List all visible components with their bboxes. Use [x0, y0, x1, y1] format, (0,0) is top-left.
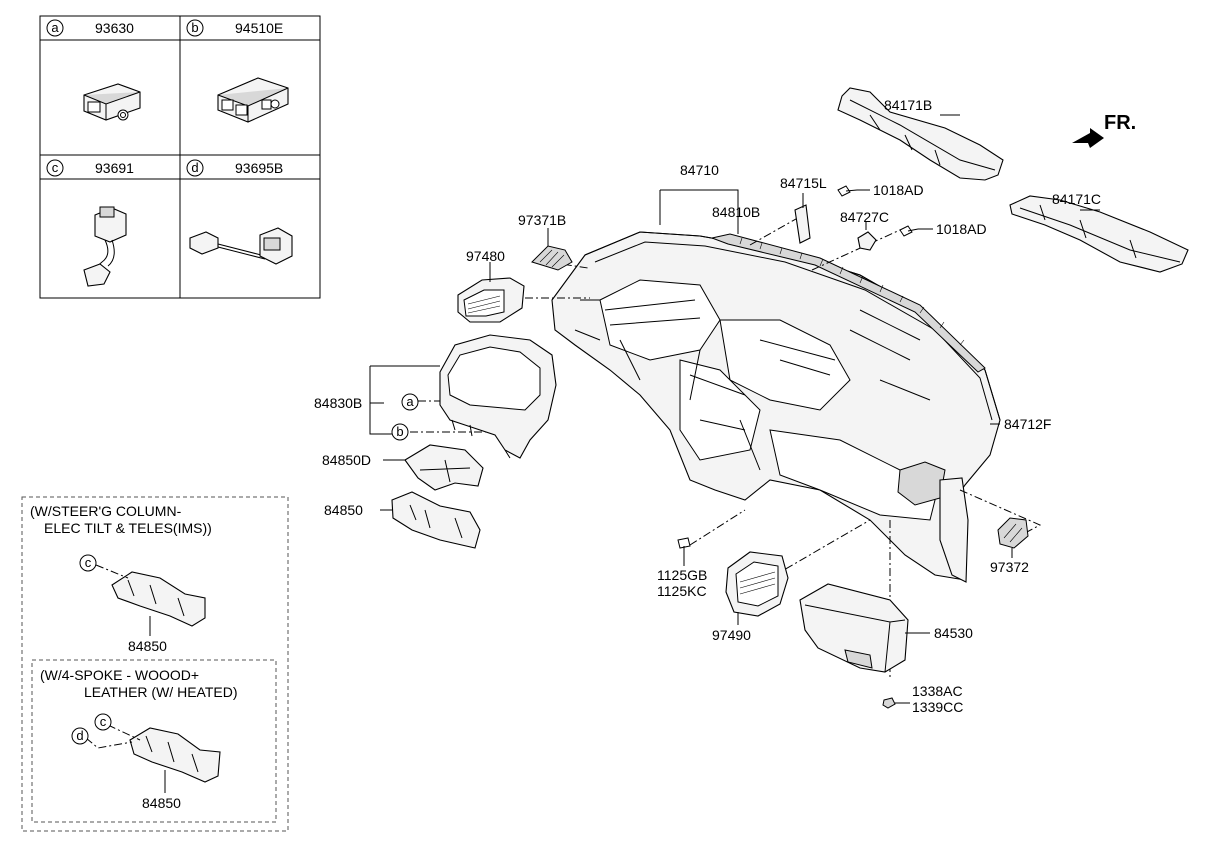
callout-letter: b	[191, 20, 198, 35]
variant-1-line-1: (W/STEER'G COLUMN-	[30, 503, 182, 519]
svg-text:d: d	[76, 728, 83, 743]
label-84171c: 84171C	[1052, 191, 1101, 207]
side-air-vent-left	[457, 277, 525, 323]
label-1125kc: 1125KC	[657, 583, 707, 599]
variant-2-callout-c	[94, 713, 112, 731]
label-84715l: 84715L	[780, 175, 827, 191]
variant-2-callout-d	[71, 727, 89, 745]
inset-cell-c: c 93691	[46, 159, 134, 287]
part-number: 93630	[95, 20, 134, 36]
front-direction-indicator: FR.	[1072, 112, 1136, 148]
label-84712f: 84712F	[1004, 416, 1051, 432]
callout-letter: a	[51, 20, 59, 35]
upper-duct-right	[837, 87, 1004, 181]
front-arrow-icon	[1072, 128, 1104, 148]
label-84850: 84850	[324, 502, 363, 518]
speaker-grille-right	[997, 517, 1029, 549]
upper-duct-left	[1009, 195, 1189, 273]
bolt-1018ad-lower	[899, 225, 919, 237]
callout-letter: d	[191, 160, 198, 175]
callout-c-marker	[46, 159, 64, 177]
callout-a: a	[401, 393, 419, 411]
label-84727c: 84727C	[840, 209, 889, 225]
label-97372: 97372	[990, 559, 1029, 575]
mounting-clip	[857, 231, 877, 251]
leader-lines	[369, 114, 1100, 704]
cluster-facia-panel	[439, 334, 557, 459]
callout-b-marker	[186, 19, 204, 37]
part-labels: 84171B 84171C 84710 84810B 84715L 1018AD…	[314, 97, 1101, 715]
variant-2-shroud	[129, 727, 221, 783]
column-shroud-lower	[391, 491, 481, 549]
svg-text:a: a	[406, 394, 414, 409]
column-shroud-upper	[404, 444, 484, 491]
bolt-1125gb	[677, 537, 691, 560]
center-air-vent	[725, 551, 789, 617]
connector-with-harness-icon	[189, 227, 293, 265]
inset-cell-b: b 94510E	[186, 19, 289, 123]
variant-2-line-1: (W/4-SPOKE - WOOOD+	[40, 667, 199, 683]
switch-with-harness-icon	[83, 206, 127, 287]
callout-letter: c	[52, 160, 59, 175]
label-1125gb: 1125GB	[657, 567, 707, 583]
callout-d-marker	[186, 159, 204, 177]
variant-1-line-2: ELEC TILT & TELES(IMS))	[44, 520, 212, 536]
fr-label: FR.	[1104, 112, 1136, 134]
label-1339cc: 1339CC	[912, 699, 963, 715]
label-1018ad-lower: 1018AD	[936, 221, 987, 237]
part-number: 93691	[95, 160, 134, 176]
inset-cell-d: d 93695B	[186, 159, 293, 265]
variant-outer-box: (W/STEER'G COLUMN- ELEC TILT & TELES(IMS…	[21, 496, 289, 832]
label-84810b: 84810B	[712, 204, 760, 220]
label-84530: 84530	[934, 625, 973, 641]
part-number: 94510E	[235, 20, 283, 36]
variant-2-line-2: LEATHER (W/ HEATED)	[84, 684, 238, 700]
label-84830b: 84830B	[314, 395, 362, 411]
svg-text:b: b	[396, 424, 403, 439]
label-1338ac: 1338AC	[912, 683, 963, 699]
svg-text:c: c	[100, 714, 107, 729]
inset-table: a 93630 b 94510E	[39, 15, 321, 299]
label-84171b: 84171B	[884, 97, 932, 113]
variant-1-part-label: 84850	[128, 638, 167, 654]
speaker-grille-left	[531, 245, 573, 271]
variant-2-part-label: 84850	[142, 795, 181, 811]
variant-1-shroud	[111, 571, 206, 627]
callout-a-marker	[46, 19, 64, 37]
nut-1338ac	[882, 697, 896, 709]
inset-cell-a: a 93630	[46, 19, 141, 121]
label-84850d: 84850D	[322, 452, 371, 468]
svg-text:c: c	[85, 555, 92, 570]
switch-module-icon	[83, 83, 141, 121]
label-84710: 84710	[680, 162, 719, 178]
label-97371b: 97371B	[518, 212, 566, 228]
crash-pad-assembly	[410, 214, 1042, 680]
variant-1-callout-c	[79, 554, 97, 572]
bolt-1018ad-upper	[837, 185, 858, 197]
defroster-grille	[710, 233, 986, 373]
label-97490: 97490	[712, 627, 751, 643]
double-switch-module-icon	[217, 77, 289, 123]
glove-box-assembly	[799, 583, 909, 673]
callout-b: b	[391, 423, 409, 441]
label-1018ad-upper: 1018AD	[873, 182, 924, 198]
part-number: 93695B	[235, 160, 283, 176]
label-97480: 97480	[466, 248, 505, 264]
mounting-bracket	[794, 204, 811, 244]
